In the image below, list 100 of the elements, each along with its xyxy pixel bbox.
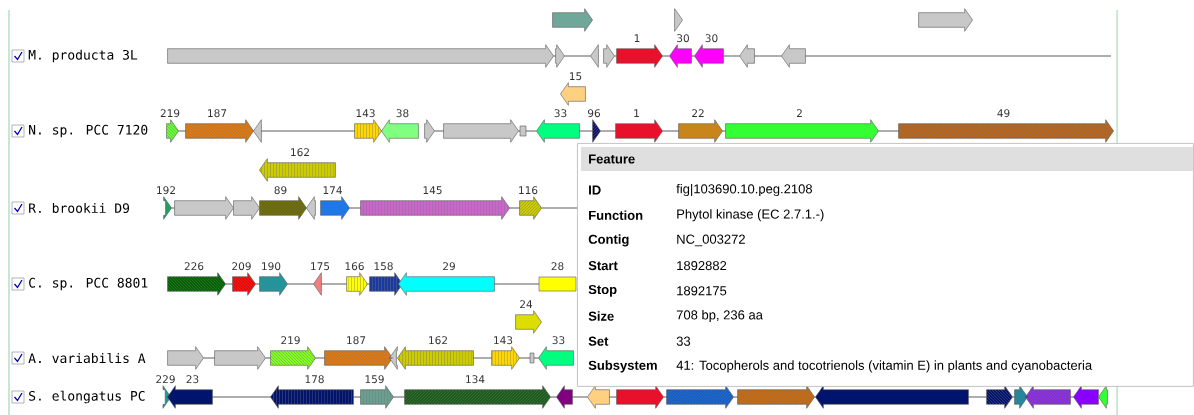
genome-line <box>253 130 254 132</box>
gene-symbol <box>1025 385 1071 409</box>
gene-symbol: 134 <box>466 375 485 384</box>
gene-symbol <box>259 158 336 182</box>
genome-line <box>723 55 740 57</box>
gene-symbol <box>389 346 398 370</box>
gene-symbol <box>616 385 664 409</box>
field-value: 33 <box>676 336 691 346</box>
field-label: Subsystem <box>588 360 657 373</box>
genome-line <box>315 357 325 359</box>
gene-symbol <box>259 196 307 220</box>
genome-line <box>178 130 186 132</box>
gene-symbol: 145 <box>423 186 442 195</box>
gene-symbol <box>253 119 262 143</box>
gene-symbol: 162 <box>291 148 309 157</box>
genome-line <box>691 55 695 57</box>
field-label: Set <box>588 336 609 346</box>
genome-line <box>212 396 271 398</box>
genome-line <box>722 130 726 132</box>
genome-line <box>663 396 667 398</box>
gene-symbol: 116 <box>519 186 538 195</box>
gene-symbol <box>424 119 435 143</box>
gene-symbol: 178 <box>305 375 324 384</box>
genome-line <box>353 396 361 398</box>
row-label: M. producta 3L <box>28 49 138 63</box>
gene-symbol <box>737 385 815 409</box>
gene-symbol <box>270 385 354 409</box>
field-label: Size <box>588 311 614 321</box>
field-value: NC_003272 <box>677 234 745 247</box>
gene-symbol: 219 <box>160 109 180 118</box>
gene-symbol <box>360 196 510 220</box>
gene-symbol <box>986 385 1013 409</box>
genome-line <box>1025 396 1028 398</box>
gene-symbol <box>815 385 969 409</box>
genome-line <box>389 357 393 359</box>
gene-symbol: 96 <box>588 109 600 118</box>
gene-symbol <box>1098 385 1108 409</box>
genome-line <box>518 130 521 132</box>
gene-symbol <box>603 44 615 68</box>
gene-symbol: 219 <box>281 336 300 345</box>
gene-symbol <box>270 346 316 370</box>
gene-symbol: 49 <box>997 109 1010 118</box>
field-value: Phytol kinase (EC 2.7.1.-) <box>677 209 824 222</box>
field-label: Start <box>588 261 618 271</box>
gene-symbol <box>587 385 610 409</box>
genome-line <box>171 207 175 209</box>
field-value: fig|103690.10.peg.2108 <box>676 183 812 197</box>
genome-line <box>579 130 593 132</box>
row-label: C. sp. PCC 8801 <box>29 277 148 291</box>
gene-marker <box>519 125 527 137</box>
genome-line <box>564 55 591 57</box>
genome-line <box>306 207 307 209</box>
gene-symbol: 209 <box>232 262 251 271</box>
gene-symbol <box>324 346 393 370</box>
field-value: 708 bp, 236 aa <box>676 309 763 323</box>
field-value: 1892175 <box>677 286 727 296</box>
genome-line <box>553 55 556 57</box>
genome-line <box>525 130 537 132</box>
gene-symbol <box>555 44 565 68</box>
genome-line <box>434 130 444 132</box>
gene-symbol: 187 <box>208 109 227 118</box>
genome-line <box>805 55 1112 57</box>
gene-symbol: 187 <box>347 336 366 345</box>
row-label: N. sp. PCC 7120 <box>29 124 148 138</box>
genome-line <box>381 130 382 132</box>
genome-line <box>265 357 271 359</box>
genome-line <box>225 283 233 285</box>
genome-line <box>572 396 588 398</box>
gene-symbol <box>185 119 254 143</box>
gene-symbol <box>174 196 234 220</box>
gene-symbol <box>898 119 1114 143</box>
genome-line <box>662 55 670 57</box>
genome-line <box>600 130 616 132</box>
genome-line <box>321 283 347 285</box>
gene-symbol <box>306 196 316 220</box>
gene-symbol: 190 <box>262 262 281 271</box>
gene-symbol <box>519 196 542 220</box>
genome-line <box>968 396 987 398</box>
genome-line <box>541 207 578 209</box>
gene-symbol <box>214 346 266 370</box>
genome-line <box>255 283 260 285</box>
gene-symbol <box>666 385 734 409</box>
genome-line <box>287 283 314 285</box>
gene-symbol <box>556 385 573 409</box>
row-label: A. variabilis A <box>28 352 146 364</box>
gene-symbol <box>592 119 601 143</box>
field-label: Stop <box>588 284 617 297</box>
genome-line <box>878 130 899 132</box>
gene-symbol <box>552 8 593 32</box>
gene-symbol <box>590 44 599 68</box>
genome-line <box>261 130 355 132</box>
gene-symbol <box>232 272 256 296</box>
genome-line <box>349 207 361 209</box>
row-label: S. elongatus PC <box>29 390 145 404</box>
genome-line <box>473 357 492 359</box>
gene-symbol <box>918 8 973 32</box>
field-value: 41: Tocopherols and tocotrienols (vitamin E) in plants and cyanobacteria <box>676 360 1093 373</box>
gene-symbol <box>1073 385 1099 409</box>
genome-line <box>393 396 405 398</box>
gene-symbol <box>674 8 683 32</box>
